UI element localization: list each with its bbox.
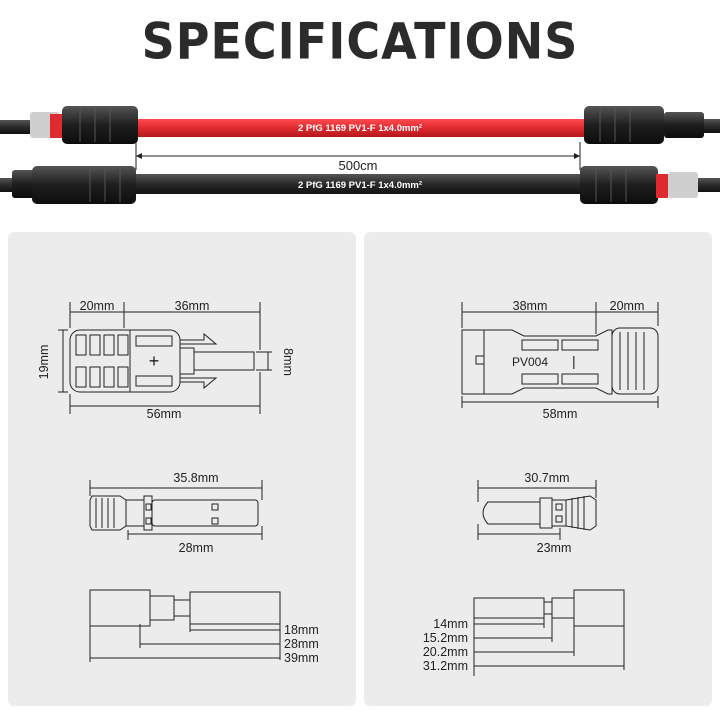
right-panel: PV004 | 38mm 20mm 58mm 30.7mm 23mm xyxy=(364,232,712,706)
dim-body-label: 36mm xyxy=(175,299,210,313)
terminal-dim-3-label: 20.2mm xyxy=(423,645,468,659)
dim-height-label: 19mm xyxy=(37,345,51,380)
terminal-dim-2-label: 15.2mm xyxy=(423,631,468,645)
terminal-dim-2-label: 28mm xyxy=(284,637,319,651)
black-cable-body xyxy=(130,174,590,194)
pin-dim-total-label: 30.7mm xyxy=(524,471,569,485)
male-connector-drawing xyxy=(69,329,255,393)
dim-total-label: 58mm xyxy=(543,407,578,421)
length-dimension: 500cm xyxy=(135,142,581,173)
red-cable-left-connector xyxy=(30,106,138,144)
page-title: SPECIFICATIONS xyxy=(141,11,579,71)
plus-symbol: + xyxy=(149,351,160,371)
black-cable-right-connector xyxy=(580,166,720,204)
length-label: 500cm xyxy=(338,158,377,173)
dim-pin-label: 8mm xyxy=(281,348,295,376)
terminal-dim-1-label: 14mm xyxy=(433,617,468,631)
terminal-dim-4-label: 31.2mm xyxy=(423,659,468,673)
cable-diagram: 2 PfG 1169 PV1-F 1x4.0mm² 500cm 2 xyxy=(0,106,720,204)
red-cable-body xyxy=(130,119,590,137)
female-pin-drawing xyxy=(482,495,597,531)
male-pin-drawing xyxy=(89,495,259,531)
dim-front-label: 20mm xyxy=(80,299,115,313)
dim-total-label: 56mm xyxy=(147,407,182,421)
terminal-dim-1-label: 18mm xyxy=(284,623,319,637)
male-terminal-drawing xyxy=(89,589,281,627)
red-cable: 2 PfG 1169 PV1-F 1x4.0mm² xyxy=(0,106,720,144)
female-connector-drawing xyxy=(461,327,659,395)
red-cable-right-connector xyxy=(584,106,720,144)
pin-dim-body-label: 23mm xyxy=(537,541,572,555)
left-panel: + 20mm 36mm 56mm 19mm 8mm xyxy=(8,232,356,706)
dim-back-label: 20mm xyxy=(610,299,645,313)
pin-dim-body-label: 28mm xyxy=(179,541,214,555)
black-cable-label: 2 PfG 1169 PV1-F 1x4.0mm² xyxy=(298,180,422,191)
terminal-dim-3-label: 39mm xyxy=(284,651,319,665)
dim-body-label: 38mm xyxy=(513,299,548,313)
black-cable-left-connector xyxy=(12,166,136,204)
female-terminal-drawing xyxy=(473,589,625,627)
pin-dim-total-label: 35.8mm xyxy=(173,471,218,485)
pv004-model-label: PV004 xyxy=(512,355,548,369)
black-cable: 2 PfG 1169 PV1-F 1x4.0mm² xyxy=(0,166,720,204)
red-cable-label: 2 PfG 1169 PV1-F 1x4.0mm² xyxy=(298,123,422,134)
minus-symbol: | xyxy=(572,353,576,369)
